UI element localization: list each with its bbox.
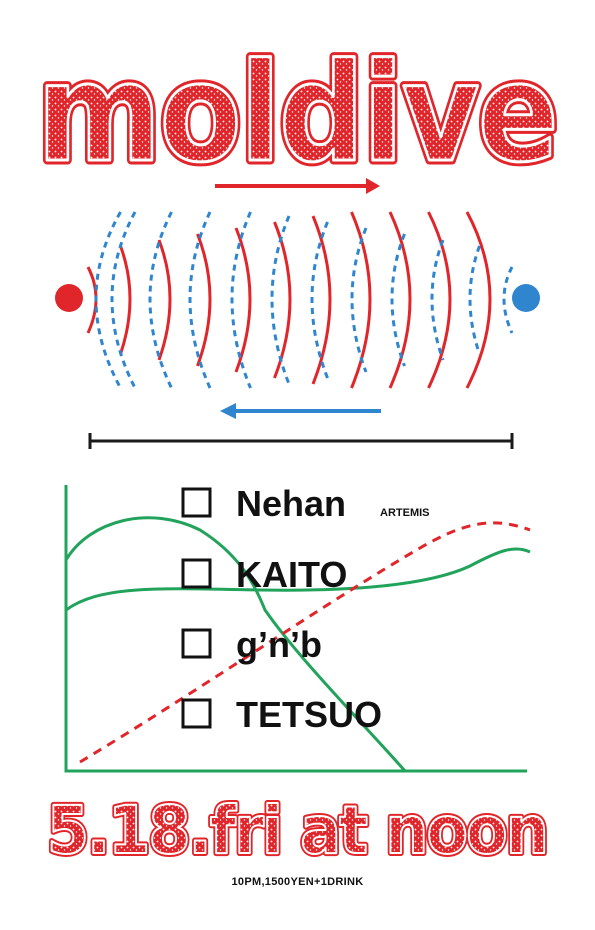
- wave-arc-red: [311, 215, 332, 385]
- wave-arc-red: [465, 211, 492, 389]
- wave-arcs: [86, 211, 514, 389]
- wave-arc-red: [388, 211, 412, 389]
- date-line: 5.18.fri at noon: [47, 792, 547, 869]
- wave-arc-blue: [110, 211, 137, 389]
- wave-arc-blue: [310, 221, 329, 379]
- lineup-name: Nehan: [236, 483, 346, 524]
- range-bar: [88, 433, 514, 449]
- graph-axes: [64, 485, 527, 773]
- checkbox-icon[interactable]: [181, 628, 212, 659]
- lineup-list: Nehan ARTEMIS KAITO g’n’b TETSUO: [181, 483, 430, 735]
- graph-decoration: [64, 485, 531, 773]
- lineup-item: TETSUO: [181, 694, 382, 735]
- lineup-name: KAITO: [236, 554, 347, 595]
- wave-arc-blue: [148, 211, 173, 389]
- wave-arc-red: [350, 211, 372, 389]
- wave-arc-red: [427, 211, 452, 389]
- date-line-inner: 5.18.fri at noon: [47, 792, 547, 869]
- blue-dot-icon: [512, 284, 540, 312]
- wave-arc-red: [234, 227, 252, 373]
- wave-arc-blue: [390, 233, 406, 367]
- wave-arc-blue: [468, 245, 481, 355]
- red-dot-icon: [55, 284, 83, 312]
- wave-arc-red: [119, 245, 132, 355]
- wave-arc-red: [196, 233, 212, 367]
- graph-curve-dashed: [79, 521, 531, 764]
- lineup-name: g’n’b: [236, 624, 322, 665]
- wave-arc-red: [273, 221, 292, 379]
- wave-arc-blue: [430, 239, 445, 361]
- wave-arc-blue: [502, 266, 514, 334]
- checkbox-icon[interactable]: [181, 698, 212, 729]
- graph-curve-hump: [64, 516, 407, 772]
- lineup-name: TETSUO: [236, 694, 382, 735]
- lineup-item: g’n’b: [181, 624, 322, 665]
- wave-arc-blue: [188, 211, 212, 389]
- arrow-right-icon: [215, 178, 380, 194]
- poster-title-inner: moldive: [37, 35, 557, 193]
- lineup-item: KAITO: [181, 554, 347, 595]
- wave-arc-red: [157, 239, 172, 361]
- lineup-item: Nehan ARTEMIS: [181, 483, 430, 524]
- wave-arc-blue: [94, 211, 122, 389]
- wave-arc-blue: [230, 211, 252, 389]
- lineup-subtitle: ARTEMIS: [380, 507, 430, 519]
- checkbox-icon[interactable]: [181, 558, 212, 589]
- arrow-left-icon: [220, 403, 381, 419]
- wave-arc-blue: [270, 215, 291, 385]
- poster-title: moldive: [37, 35, 557, 193]
- checkbox-icon[interactable]: [181, 487, 212, 518]
- event-info: 10PM,1500YEN+1DRINK: [231, 876, 364, 888]
